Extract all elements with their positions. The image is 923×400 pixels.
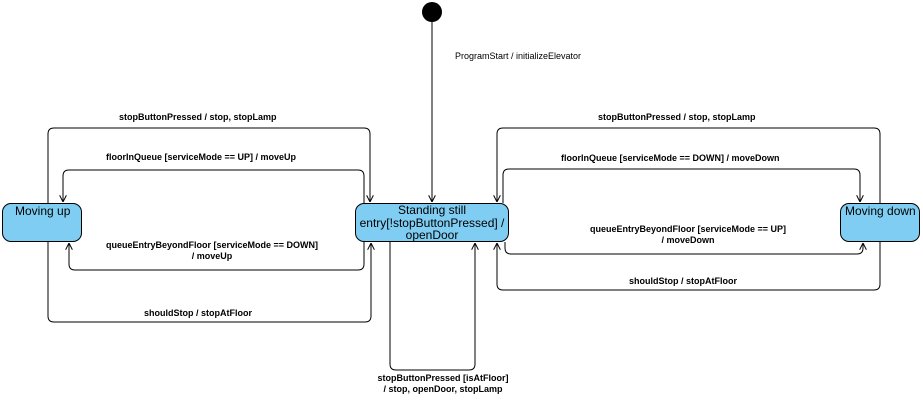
- state-standing-still: Standing still entry[!stopButtonPressed]…: [355, 203, 509, 242]
- state-moving-up: Moving up: [2, 203, 82, 242]
- initial-transition-label: ProgramStart / initializeElevator: [455, 51, 582, 61]
- left-stop-arrow: [47, 127, 370, 203]
- left-should-stop-arrow: [47, 242, 371, 323]
- left-queue-entry-line-2: / moveUp: [191, 251, 233, 261]
- left-stop-label: stopButtonPressed / stop, stopLamp: [119, 112, 277, 122]
- right-queue-entry-arrow: [504, 242, 863, 255]
- state-moving-up-label: Moving up: [15, 204, 71, 218]
- state-moving-down: Moving down: [840, 203, 920, 242]
- self-loop-line-1: stopButtonPressed [isAtFloor]: [377, 373, 509, 383]
- left-floor-in-queue-arrow: [63, 169, 365, 203]
- right-floor-in-queue-label: floorInQueue [serviceMode == DOWN] / mov…: [561, 153, 780, 163]
- left-queue-entry-label: queueEntryBeyondFloor [serviceMode == DO…: [93, 240, 331, 262]
- left-queue-entry-arrow: [69, 242, 365, 271]
- self-loop-label: stopButtonPressed [isAtFloor] / stop, op…: [362, 373, 524, 395]
- self-loop-arrow: [389, 242, 475, 371]
- self-loop-line-2: / stop, openDoor, stopLamp: [383, 384, 503, 394]
- right-should-stop-arrow: [497, 242, 881, 291]
- right-queue-entry-label: queueEntryBeyondFloor [serviceMode == UP…: [578, 224, 798, 246]
- left-queue-entry-line-1: queueEntryBeyondFloor [serviceMode == DO…: [105, 240, 319, 250]
- right-queue-entry-line-2: / moveDown: [661, 235, 715, 245]
- right-queue-entry-line-1: queueEntryBeyondFloor [serviceMode == UP…: [589, 224, 787, 234]
- state-standing-still-entry: entry[!stopButtonPressed] /: [359, 215, 505, 230]
- left-should-stop-label: shouldStop / stopAtFloor: [144, 308, 252, 318]
- right-should-stop-label: shouldStop / stopAtFloor: [629, 276, 737, 286]
- right-stop-arrow: [497, 127, 881, 203]
- right-stop-label: stopButtonPressed / stop, stopLamp: [598, 112, 756, 122]
- state-moving-down-label: Moving down: [845, 204, 916, 218]
- state-standing-still-action: openDoor: [405, 228, 459, 242]
- left-floor-in-queue-label: floorInQueue [serviceMode == UP] / moveU…: [106, 152, 297, 162]
- right-floor-in-queue-arrow: [502, 168, 860, 203]
- initial-node: [422, 2, 442, 22]
- state-standing-still-title: Standing still: [397, 203, 467, 217]
